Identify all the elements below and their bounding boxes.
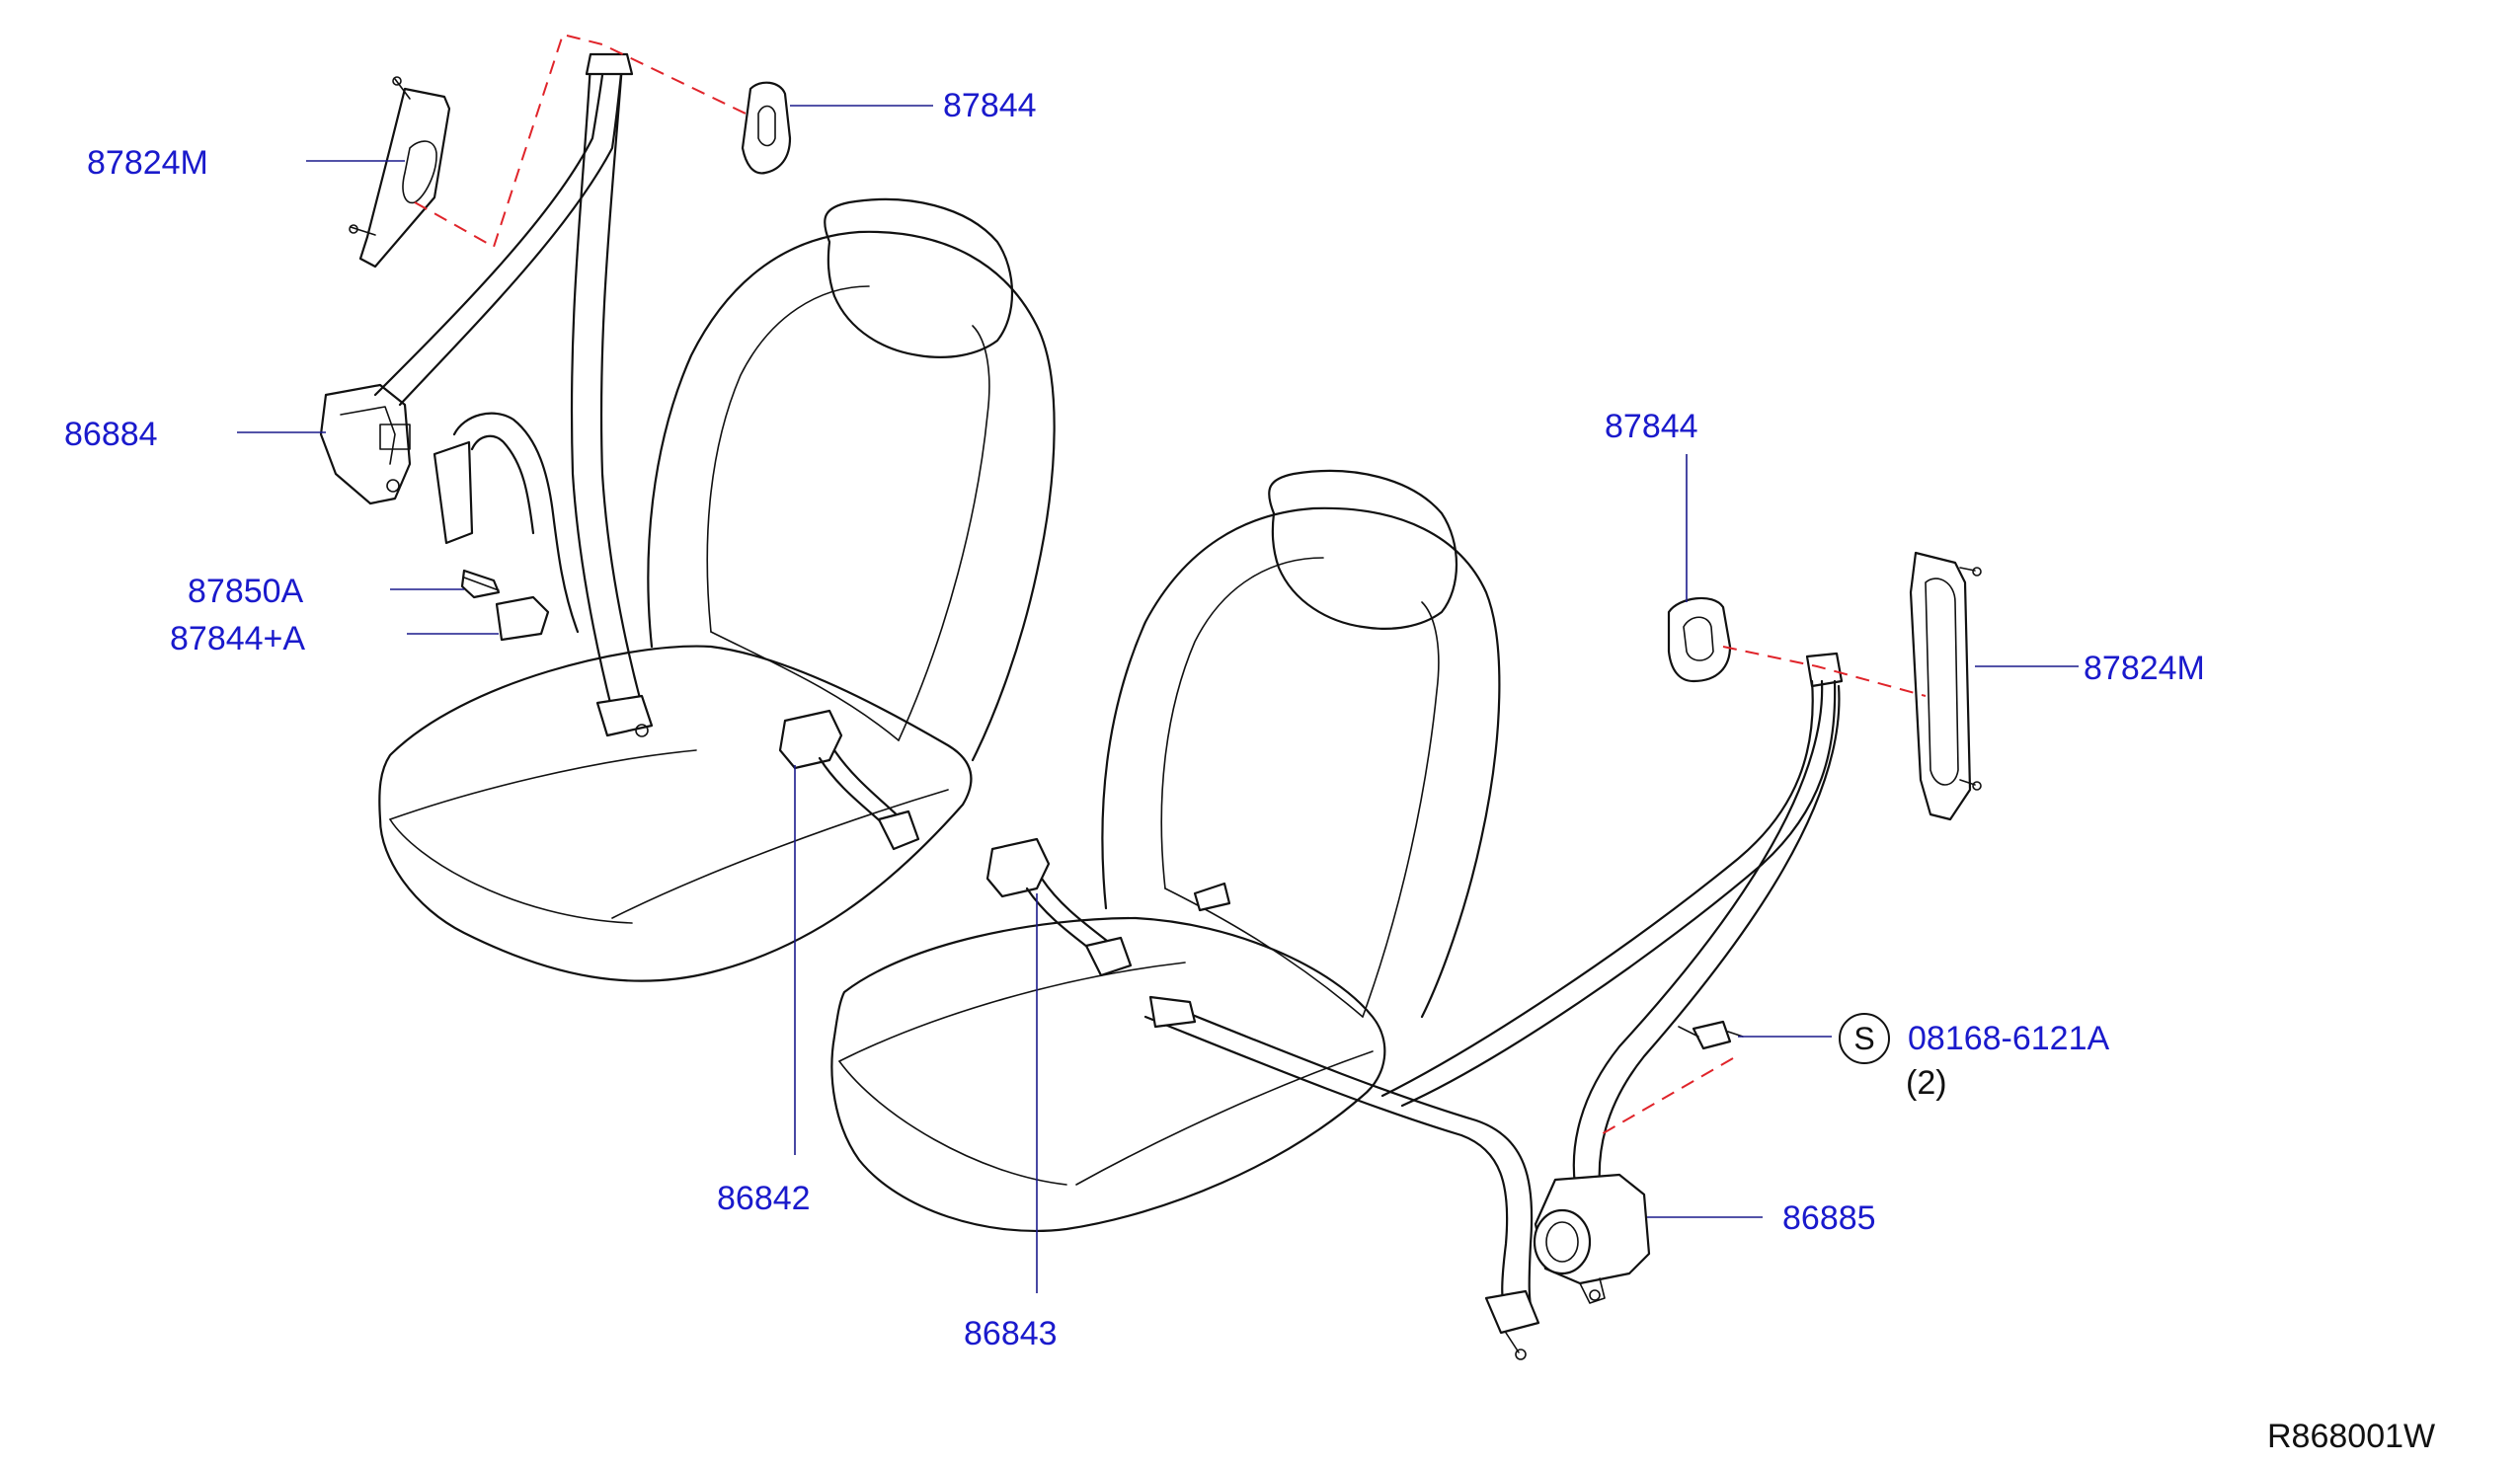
label-87824m-right: 87824M — [2084, 650, 2205, 687]
left-lower-anchor — [595, 694, 654, 737]
label-87824m-left: 87824M — [87, 144, 208, 182]
label-86884: 86884 — [64, 416, 158, 453]
left-seat — [378, 197, 1056, 982]
bolt-symbol-s: S — [1839, 1013, 1890, 1064]
label-bolt-qty: (2) — [1906, 1064, 1947, 1102]
label-87844a: 87844+A — [170, 620, 306, 657]
label-87844-top-left: 87844 — [943, 87, 1037, 124]
right-buckle — [985, 837, 1133, 977]
label-08168-6121a: 08168-6121A — [1908, 1020, 2110, 1057]
left-bolt-and-cover — [460, 569, 550, 642]
label-87850a: 87850A — [188, 573, 304, 610]
left-buckle — [778, 709, 920, 851]
left-retractor — [319, 383, 412, 505]
right-retractor — [1533, 1173, 1651, 1304]
assembly-dashed-lines — [414, 33, 1927, 1136]
label-87844-right: 87844 — [1605, 408, 1698, 445]
left-top-cover — [741, 81, 792, 175]
leader-lines — [237, 105, 2079, 1293]
right-cover — [1667, 596, 1732, 683]
left-belt-webbing — [373, 52, 644, 713]
right-seat — [830, 469, 1501, 1233]
label-86842: 86842 — [717, 1180, 811, 1217]
diagram-code: R868001W — [2267, 1418, 2436, 1455]
right-belt-webbing — [1143, 652, 1844, 1360]
label-86885: 86885 — [1782, 1199, 1876, 1237]
right-upper-anchor — [1909, 551, 1982, 821]
left-upper-anchor — [349, 76, 451, 269]
label-86843: 86843 — [964, 1315, 1058, 1352]
right-bolt — [1678, 1020, 1744, 1050]
